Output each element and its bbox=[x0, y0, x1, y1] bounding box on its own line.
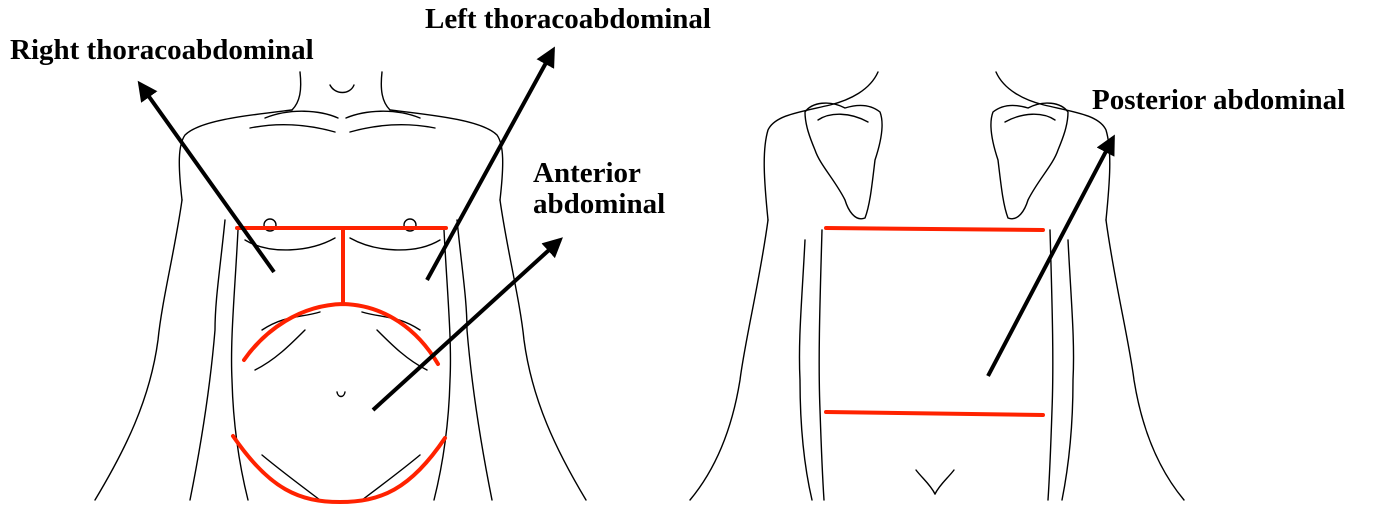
back-red-regions bbox=[826, 228, 1043, 415]
arrow-right-thoracoabdominal bbox=[140, 84, 274, 272]
label-left-thoracoabdominal: Left thoracoabdominal bbox=[425, 4, 711, 35]
label-right-thoracoabdominal: Right thoracoabdominal bbox=[10, 35, 314, 66]
arrow-posterior-abdominal bbox=[988, 138, 1113, 376]
label-anterior-abdominal: Anterior abdominal bbox=[533, 158, 665, 220]
label-posterior-abdominal: Posterior abdominal bbox=[1092, 85, 1345, 116]
label-anterior-line1: Anterior bbox=[533, 158, 665, 189]
label-anterior-line2: abdominal bbox=[533, 189, 665, 220]
back-body-outline bbox=[690, 72, 1184, 500]
